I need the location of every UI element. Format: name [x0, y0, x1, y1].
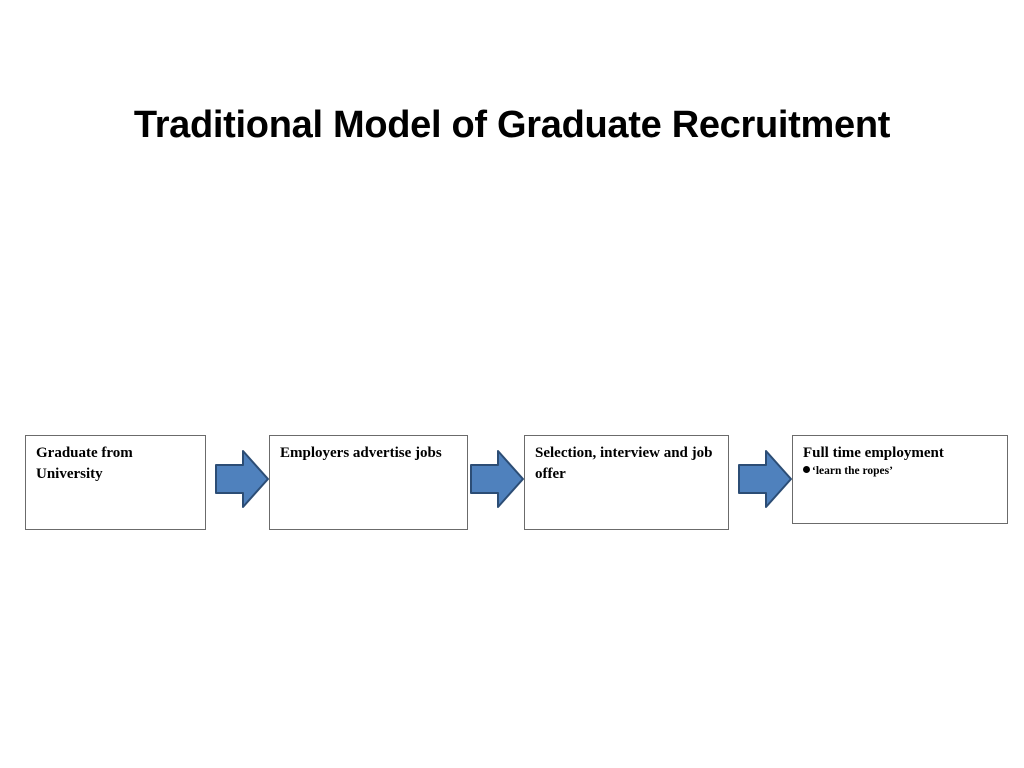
- right-arrow-icon: [737, 449, 793, 509]
- right-arrow-icon: [469, 449, 525, 509]
- step-box-employers: Employers advertise jobs: [269, 435, 468, 530]
- step-box-employment: Full time employment ‘learn the ropes’: [792, 435, 1008, 524]
- step-box-graduate: Graduate from University: [25, 435, 206, 530]
- slide-title: Traditional Model of Graduate Recruitmen…: [133, 104, 891, 146]
- right-arrow-icon: [214, 449, 270, 509]
- step-bullet-list: ‘learn the ropes’: [803, 464, 997, 478]
- step-bullet-text: ‘learn the ropes’: [812, 465, 893, 477]
- step-label: Employers advertise jobs: [280, 445, 442, 461]
- step-box-selection: Selection, interview and job offer: [524, 435, 729, 530]
- step-bullet: ‘learn the ropes’: [803, 464, 997, 478]
- step-label: Selection, interview and job offer: [535, 445, 713, 482]
- step-label: Graduate from University: [36, 445, 133, 482]
- bullet-dot-icon: [803, 466, 810, 473]
- step-label: Full time employment: [803, 445, 944, 461]
